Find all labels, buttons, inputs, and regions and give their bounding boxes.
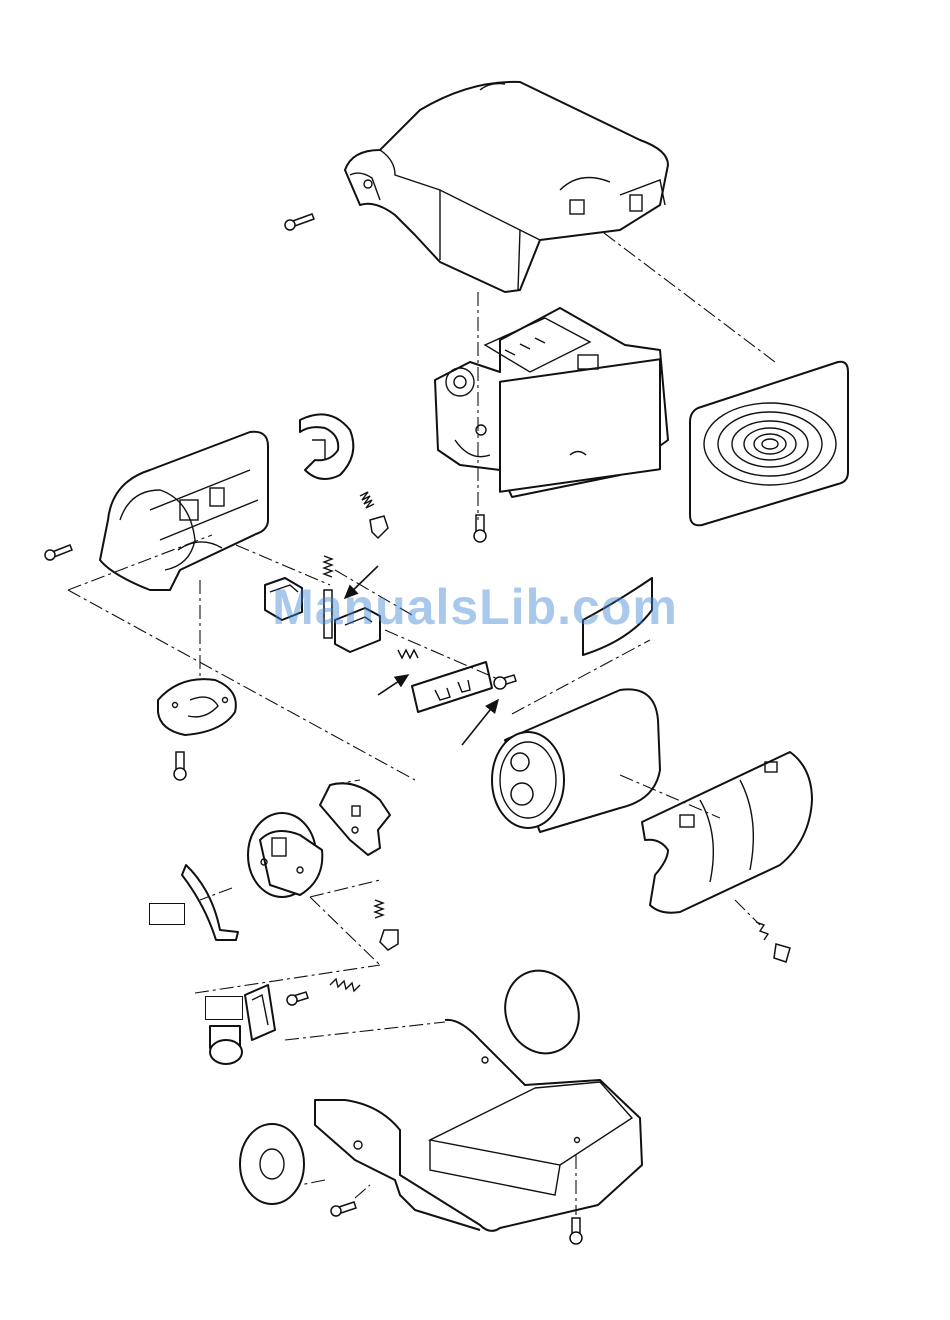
rotation-hub <box>248 813 322 897</box>
spring-icon <box>360 492 388 538</box>
click-stop-spring <box>182 865 238 940</box>
battery-lid-disc <box>494 960 590 1064</box>
screw-icon <box>474 515 486 542</box>
callout-box <box>205 996 243 1020</box>
swivel-base-plate <box>158 679 236 735</box>
screw-icon <box>494 675 516 689</box>
rotating-bracket-plate <box>320 783 390 855</box>
screw-icon <box>570 1218 582 1244</box>
top-housing-cover <box>345 82 668 292</box>
contact-bracket <box>245 985 275 1040</box>
watermark: ManualsLib.com <box>0 578 950 636</box>
battery-cover-shell <box>642 752 812 913</box>
spring-icon <box>398 650 418 658</box>
reflector-clip-ring <box>300 414 353 479</box>
screw-icon <box>45 545 72 560</box>
screw-icon <box>287 992 308 1005</box>
flash-head-housing-left <box>100 432 268 590</box>
callout-box <box>149 903 185 925</box>
mounting-plate <box>412 662 492 712</box>
screw-icon <box>285 214 314 230</box>
screw-icon <box>174 752 186 780</box>
washer-disc <box>240 1124 304 1204</box>
spring-icon <box>330 979 360 991</box>
motor-block-assembly <box>435 308 668 497</box>
foot-knob <box>210 1026 242 1064</box>
screw-icon <box>331 1202 356 1216</box>
fresnel-lens-panel <box>690 362 848 526</box>
battery-compartment-tray <box>315 1020 642 1231</box>
spring-icon <box>375 900 398 950</box>
spring-icon <box>756 922 790 962</box>
